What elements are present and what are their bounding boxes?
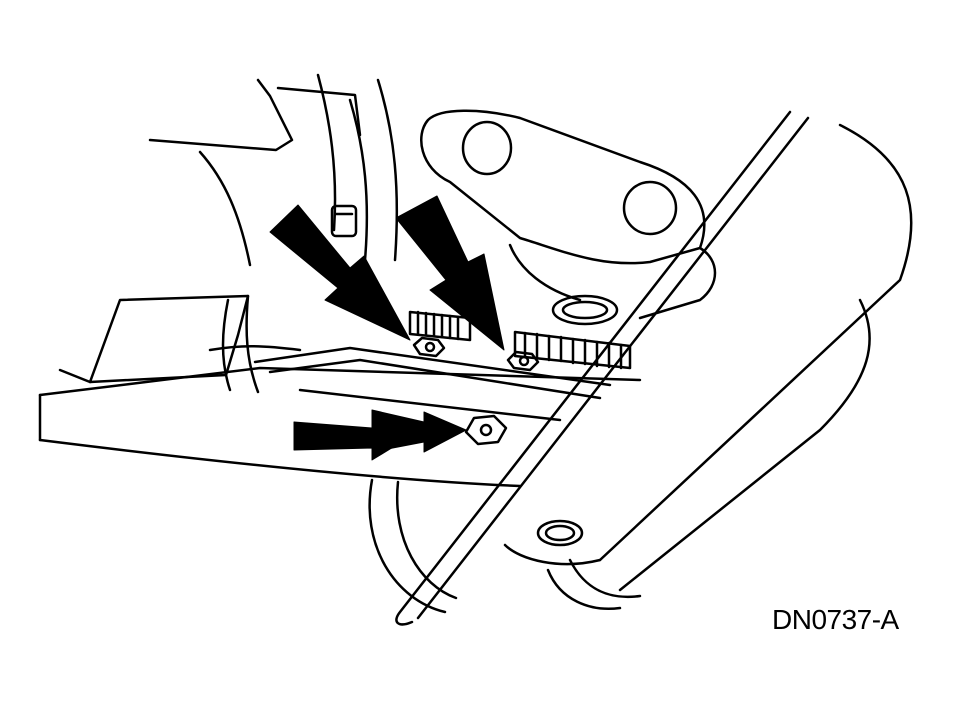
coil-spring-left — [410, 312, 470, 340]
nut-upper-left — [414, 338, 444, 356]
arrow-upper-left — [270, 205, 410, 340]
nut-lower — [466, 416, 506, 444]
coil-spring-right — [515, 332, 630, 368]
upper-bolt — [332, 206, 356, 236]
arrow-upper-right — [396, 196, 504, 350]
figure-id-label: DN0737-A — [772, 604, 899, 635]
nut-upper-right — [508, 352, 538, 370]
upper-left-bracket — [150, 75, 397, 265]
diagonal-rail — [396, 112, 911, 624]
arrow-lower-right — [372, 410, 466, 452]
crossmember — [40, 346, 640, 486]
upper-right-bracket — [421, 111, 715, 324]
left-frame-panel — [60, 296, 258, 392]
